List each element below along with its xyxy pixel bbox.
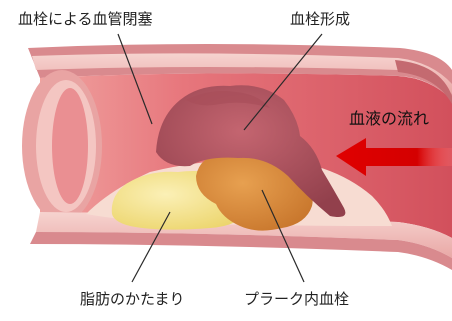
vessel-opening [22,70,102,222]
label-blood-flow: 血液の流れ [349,109,429,128]
label-fatty-deposit: 脂肪のかたまり [80,290,185,308]
label-thrombus-formation: 血栓形成 [290,10,350,28]
label-blood-clot-occlusion: 血栓による血管閉塞 [18,10,153,28]
label-plaque-thrombus: プラーク内血栓 [244,290,349,308]
